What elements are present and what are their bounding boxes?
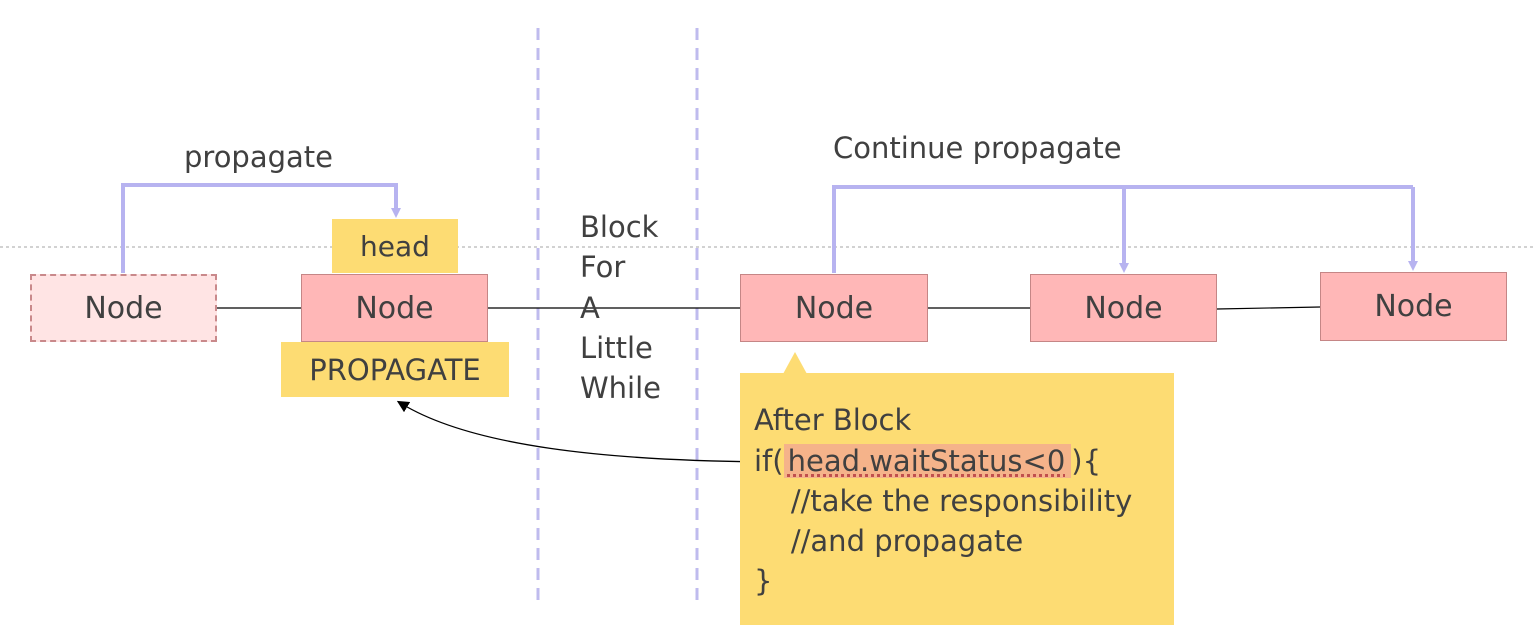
note-line-5: } <box>754 564 773 598</box>
block-text-word: Little <box>580 331 653 365</box>
node-2: Node <box>1030 274 1217 342</box>
note-if: if( <box>754 444 784 478</box>
block-text-word: Block <box>580 210 659 244</box>
node-3: Node <box>1320 272 1507 341</box>
propagate-tag: PROPAGATE <box>281 342 509 397</box>
block-text-word: For <box>580 250 626 284</box>
head-node: Node <box>301 274 488 342</box>
continue-propagate-bracket <box>832 185 1413 273</box>
block-text-word: While <box>580 371 662 405</box>
note-line-3: //take the responsibility <box>754 484 1133 518</box>
note-line-2: if(head.waitStatus<0){ <box>754 441 1101 481</box>
ghost-node: Node <box>30 274 217 342</box>
note-condition-highlight: head.waitStatus<0 <box>783 444 1072 478</box>
link-n2-n3 <box>1216 306 1321 310</box>
note-line-4: //and propagate <box>754 524 1024 558</box>
head-tag: head <box>332 219 458 273</box>
note-brace-open: ){ <box>1071 444 1102 478</box>
propagate-arrow <box>121 183 401 273</box>
note-line-1: After Block <box>754 403 912 437</box>
note-callout-tail <box>783 352 807 374</box>
propagate-label: propagate <box>184 140 334 174</box>
status-curve-arrow <box>396 400 791 463</box>
continue-propagate-label: Continue propagate <box>833 131 1122 165</box>
node-1: Node <box>740 274 928 342</box>
block-text-word: A <box>580 291 600 325</box>
code-note <box>740 373 1174 625</box>
